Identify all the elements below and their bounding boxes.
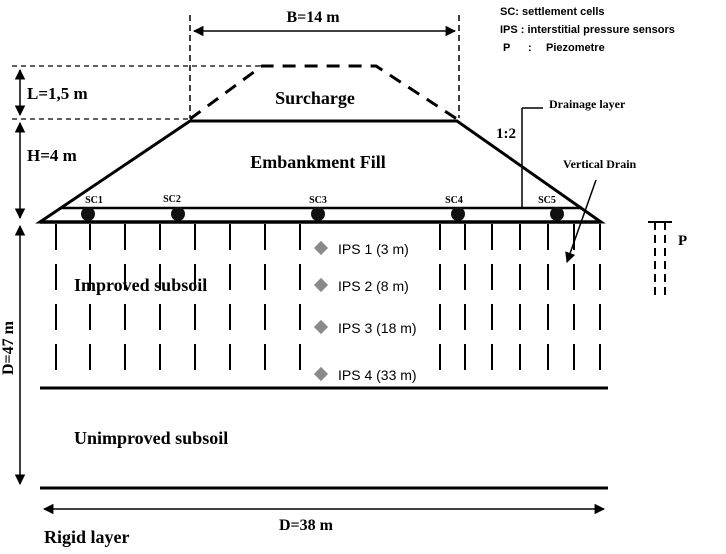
vertical-drains: [55, 224, 601, 384]
pressure-sensors: IPS 1 (3 m) IPS 2 (8 m) IPS 3 (18 m) IPS…: [313, 240, 417, 383]
settlement-cell-label: SC1: [85, 195, 103, 206]
vertical-drain-arrow: [565, 179, 597, 263]
settlement-cells: SC1 SC2 SC3 SC4 SC5: [81, 194, 564, 221]
pressure-sensor-marker: [313, 240, 329, 256]
settlement-cell-label: SC4: [445, 195, 463, 206]
surcharge-label: Surcharge: [275, 88, 355, 108]
settlement-cell-label: SC5: [538, 195, 556, 206]
depth-dimension-label: D=47 m: [0, 320, 17, 375]
b-dimension-label: B=14 m: [286, 9, 340, 26]
pressure-sensor-label: IPS 4 (33 m): [338, 367, 417, 383]
legend-p-sep: :: [528, 42, 532, 54]
settlement-cell-3: [311, 207, 325, 221]
legend-ips: IPS : interstitial pressure sensors: [500, 24, 675, 36]
legend-p-desc: Piezometre: [546, 42, 605, 54]
pressure-sensor-marker: [313, 366, 329, 382]
embankment-label: Embankment Fill: [250, 152, 386, 172]
settlement-cell-4: [451, 207, 465, 221]
legend-sc: SC: settlement cells: [500, 6, 605, 18]
width-dimension-label: D=38 m: [279, 517, 334, 534]
pressure-sensor-marker: [313, 277, 329, 293]
settlement-cell-label: SC3: [309, 195, 327, 206]
rigid-layer-label: Rigid layer: [44, 527, 130, 547]
improved-subsoil-label: Improved subsoil: [74, 275, 207, 295]
settlement-cell-label: SC2: [163, 194, 181, 205]
piezometer-label: P: [678, 233, 687, 249]
settlement-cell-2: [171, 207, 185, 221]
drainage-layer-label: Drainage layer: [549, 97, 626, 111]
pressure-sensor-label: IPS 2 (8 m): [338, 278, 409, 294]
piezometer: P: [648, 221, 687, 298]
settlement-cell-1: [81, 207, 95, 221]
pressure-sensor-marker: [313, 319, 329, 335]
legend-p-key: P: [503, 42, 510, 54]
surcharge-outline: [189, 64, 458, 121]
pressure-sensor-label: IPS 3 (18 m): [338, 320, 417, 336]
settlement-cell-5: [550, 207, 564, 221]
l-dimension-label: L=1,5 m: [27, 84, 88, 103]
vertical-drain-label: Vertical Drain: [563, 157, 637, 171]
pressure-sensor-label: IPS 1 (3 m): [338, 241, 409, 257]
slope-label: 1:2: [496, 126, 516, 142]
unimproved-subsoil-label: Unimproved subsoil: [74, 428, 228, 448]
h-dimension-label: H=4 m: [27, 146, 77, 165]
